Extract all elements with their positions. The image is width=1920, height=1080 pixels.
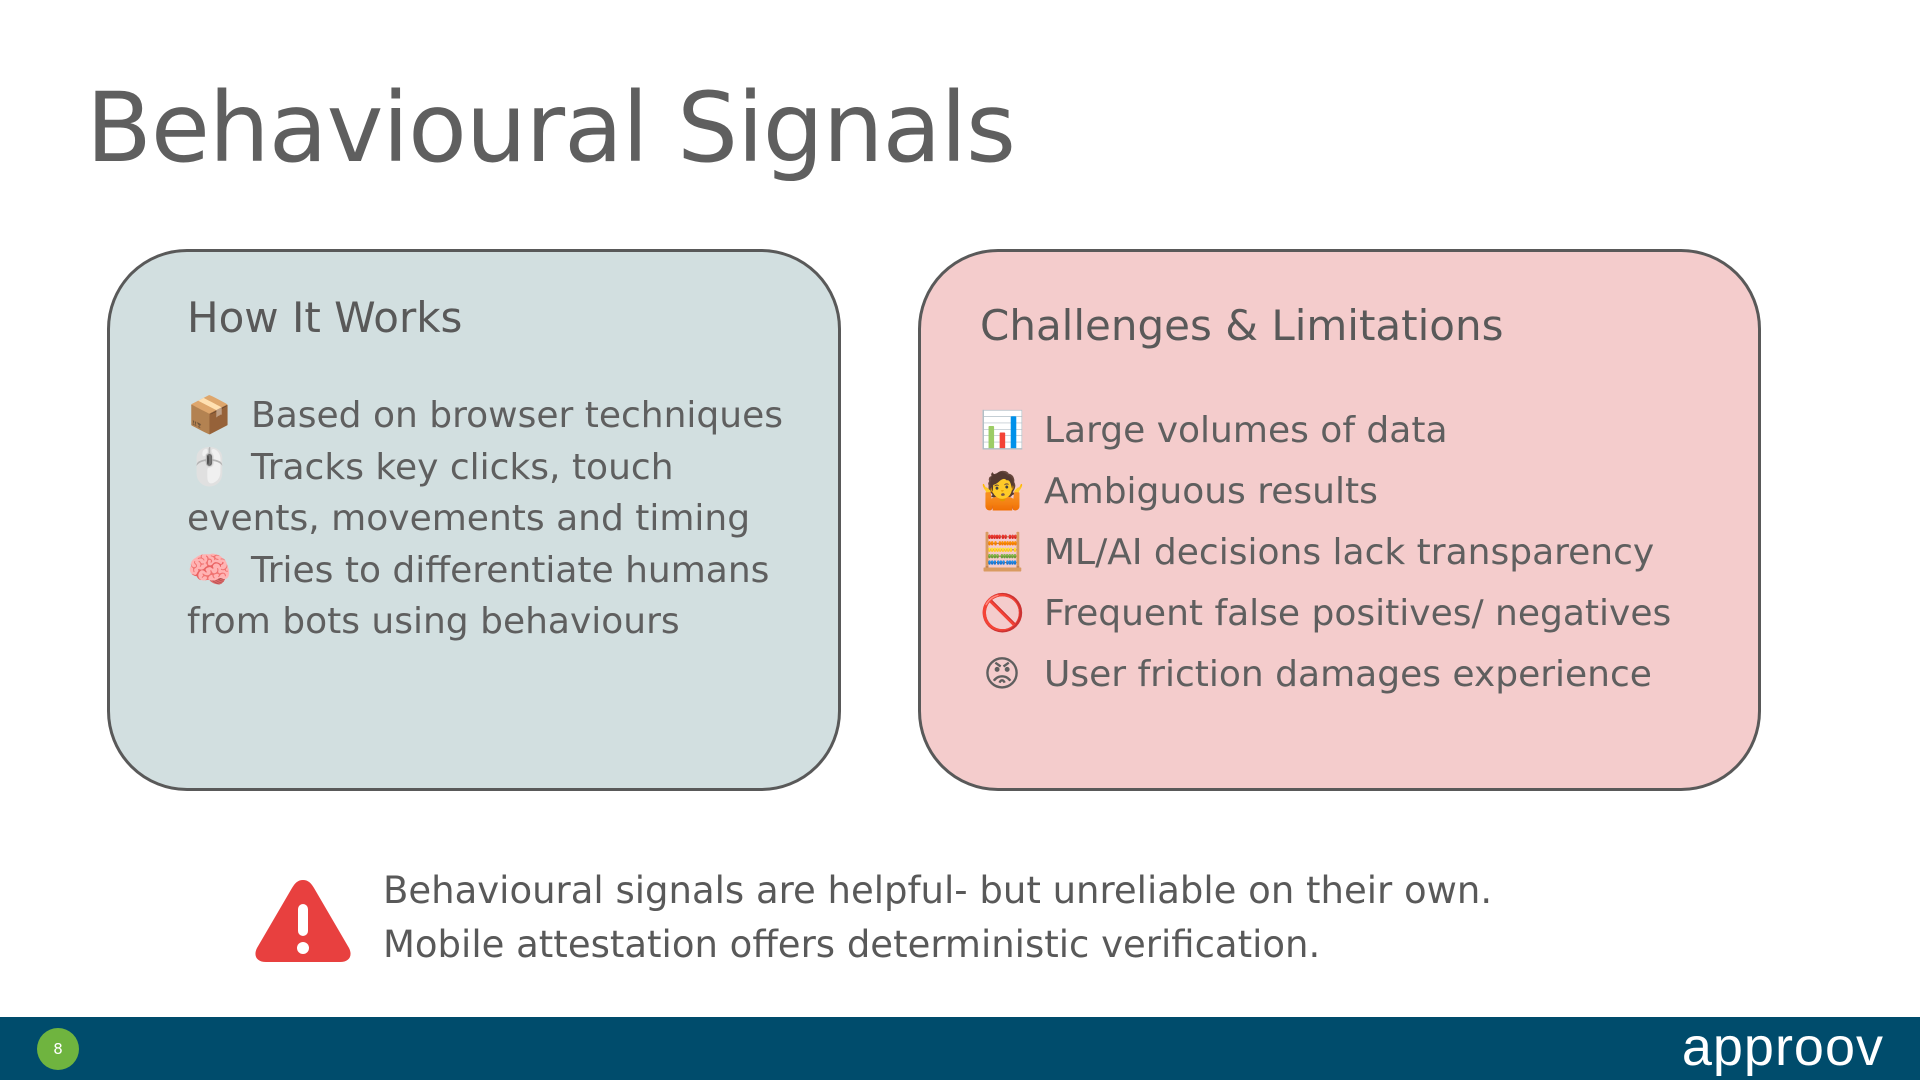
brain-icon: 🧠 [187,549,232,591]
list-item-text: User friction damages experience [1044,654,1652,695]
shrug-icon: 🤷 [980,471,1025,512]
challenges-list: 📊 Large volumes of data 🤷 Ambiguous result… [980,400,1671,705]
approov-logo: approov [1681,1017,1884,1077]
list-item-text: Tries to differentiate humans from bots … [187,549,770,643]
bar-chart-icon: 📊 [980,410,1025,451]
list-item-text: Frequent false positives/ negatives [1044,593,1672,634]
list-item: 🤷 Ambiguous results [980,461,1671,522]
list-item: 🖱️Tracks key clicks, touch events, movem… [187,442,817,545]
summary-note: Behavioural signals are helpful- but unr… [383,864,1492,972]
challenges-card: Challenges & Limitations 📊 Large volumes … [918,249,1761,791]
list-item-text: Large volumes of data [1044,410,1448,451]
abacus-icon: 🧮 [980,532,1025,573]
how-it-works-heading: How It Works [187,293,463,342]
package-icon: 📦 [187,395,232,436]
summary-note-line-2: Mobile attestation offers deterministic … [383,923,1321,966]
how-it-works-list: 📦 Based on browser techniques 🖱️Tracks ke… [187,390,817,648]
summary-note-line-1: Behavioural signals are helpful- but unr… [383,869,1493,912]
mouse-icon: 🖱️ [187,446,232,488]
list-item: 📦 Based on browser techniques [187,390,817,442]
footer-bar: 8 approov [0,1017,1920,1080]
angry-face-icon: 😡 [983,654,1021,695]
list-item-text: Based on browser techniques [251,395,783,436]
list-item-text: Ambiguous results [1044,471,1378,512]
list-item-text: ML/AI decisions lack transparency [1044,532,1655,573]
list-item: 📊 Large volumes of data [980,400,1671,461]
list-item: 🧮 ML/AI decisions lack transparency [980,522,1671,583]
challenges-heading: Challenges & Limitations [980,301,1504,350]
warning-icon [255,880,351,962]
how-it-works-card: How It Works 📦 Based on browser technique… [107,249,841,791]
page-number-badge: 8 [37,1028,79,1070]
list-item-text: Tracks key clicks, touch events, movemen… [187,446,751,540]
slide-title: Behavioural Signals [86,72,1016,184]
prohibited-icon: 🚫 [980,593,1025,634]
list-item: 🧠Tries to differentiate humans from bots… [187,545,817,648]
list-item: 😡 User friction damages experience [980,644,1671,705]
list-item: 🚫 Frequent false positives/ negatives [980,583,1671,644]
